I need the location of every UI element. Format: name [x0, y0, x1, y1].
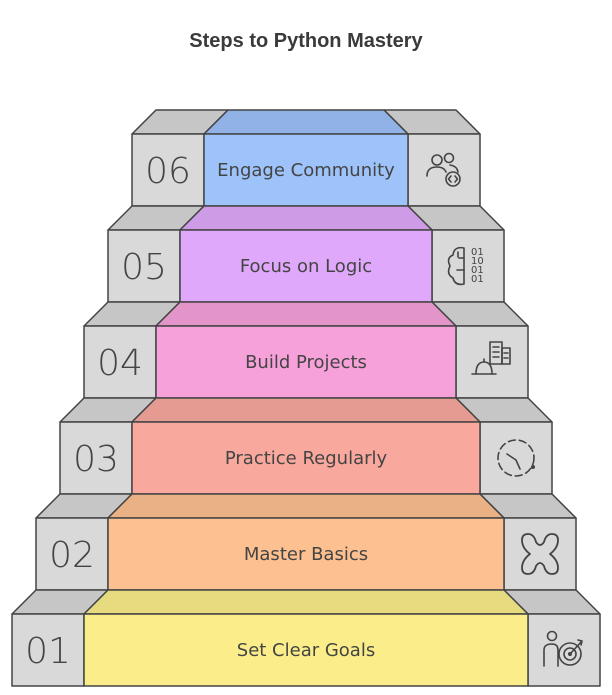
right-block-front: [431, 229, 505, 303]
target-person-icon: [543, 630, 583, 667]
step-number: 01: [25, 631, 71, 672]
binary-digit: 01: [471, 247, 484, 258]
step-top: [203, 109, 409, 135]
kettlebell-icon: [521, 533, 559, 575]
dashed-clock-icon: [497, 439, 535, 477]
step-top: [155, 301, 457, 327]
step-04: 04 Build Projects: [83, 301, 529, 399]
step-number: 02: [49, 535, 95, 576]
step-top: [83, 589, 529, 615]
construction-icon: [471, 341, 511, 375]
step-number: 06: [145, 151, 191, 192]
step-number: 05: [121, 247, 167, 288]
binary-digit: 01: [471, 274, 484, 285]
step-number: 03: [73, 439, 119, 480]
step-number: 04: [97, 343, 143, 384]
step-top: [107, 493, 505, 519]
right-block-front: [503, 517, 577, 591]
binary-digit: 01: [471, 265, 484, 276]
community-icon: [426, 152, 461, 187]
step-02: 02 Master Basics: [35, 493, 577, 591]
right-block-front: [527, 613, 601, 687]
page-title: Steps to Python Mastery: [189, 30, 423, 52]
right-block-front: [479, 421, 553, 495]
step-label: Build Projects: [245, 352, 367, 373]
step-label: Focus on Logic: [240, 256, 372, 277]
step-label: Practice Regularly: [225, 448, 388, 469]
step-01: 01 Set Clear Goals: [11, 589, 601, 687]
right-block-front: [455, 325, 529, 399]
step-label: Master Basics: [244, 544, 368, 565]
step-front: [83, 613, 529, 687]
binary-digit: 10: [471, 256, 484, 267]
step-label: Engage Community: [217, 160, 395, 181]
step-label: Set Clear Goals: [237, 640, 375, 661]
step-03: 03 Practice Regularly: [59, 397, 553, 495]
step-06: 06 Engage Community: [131, 109, 481, 207]
step-top: [179, 205, 433, 231]
step-top: [131, 397, 481, 423]
